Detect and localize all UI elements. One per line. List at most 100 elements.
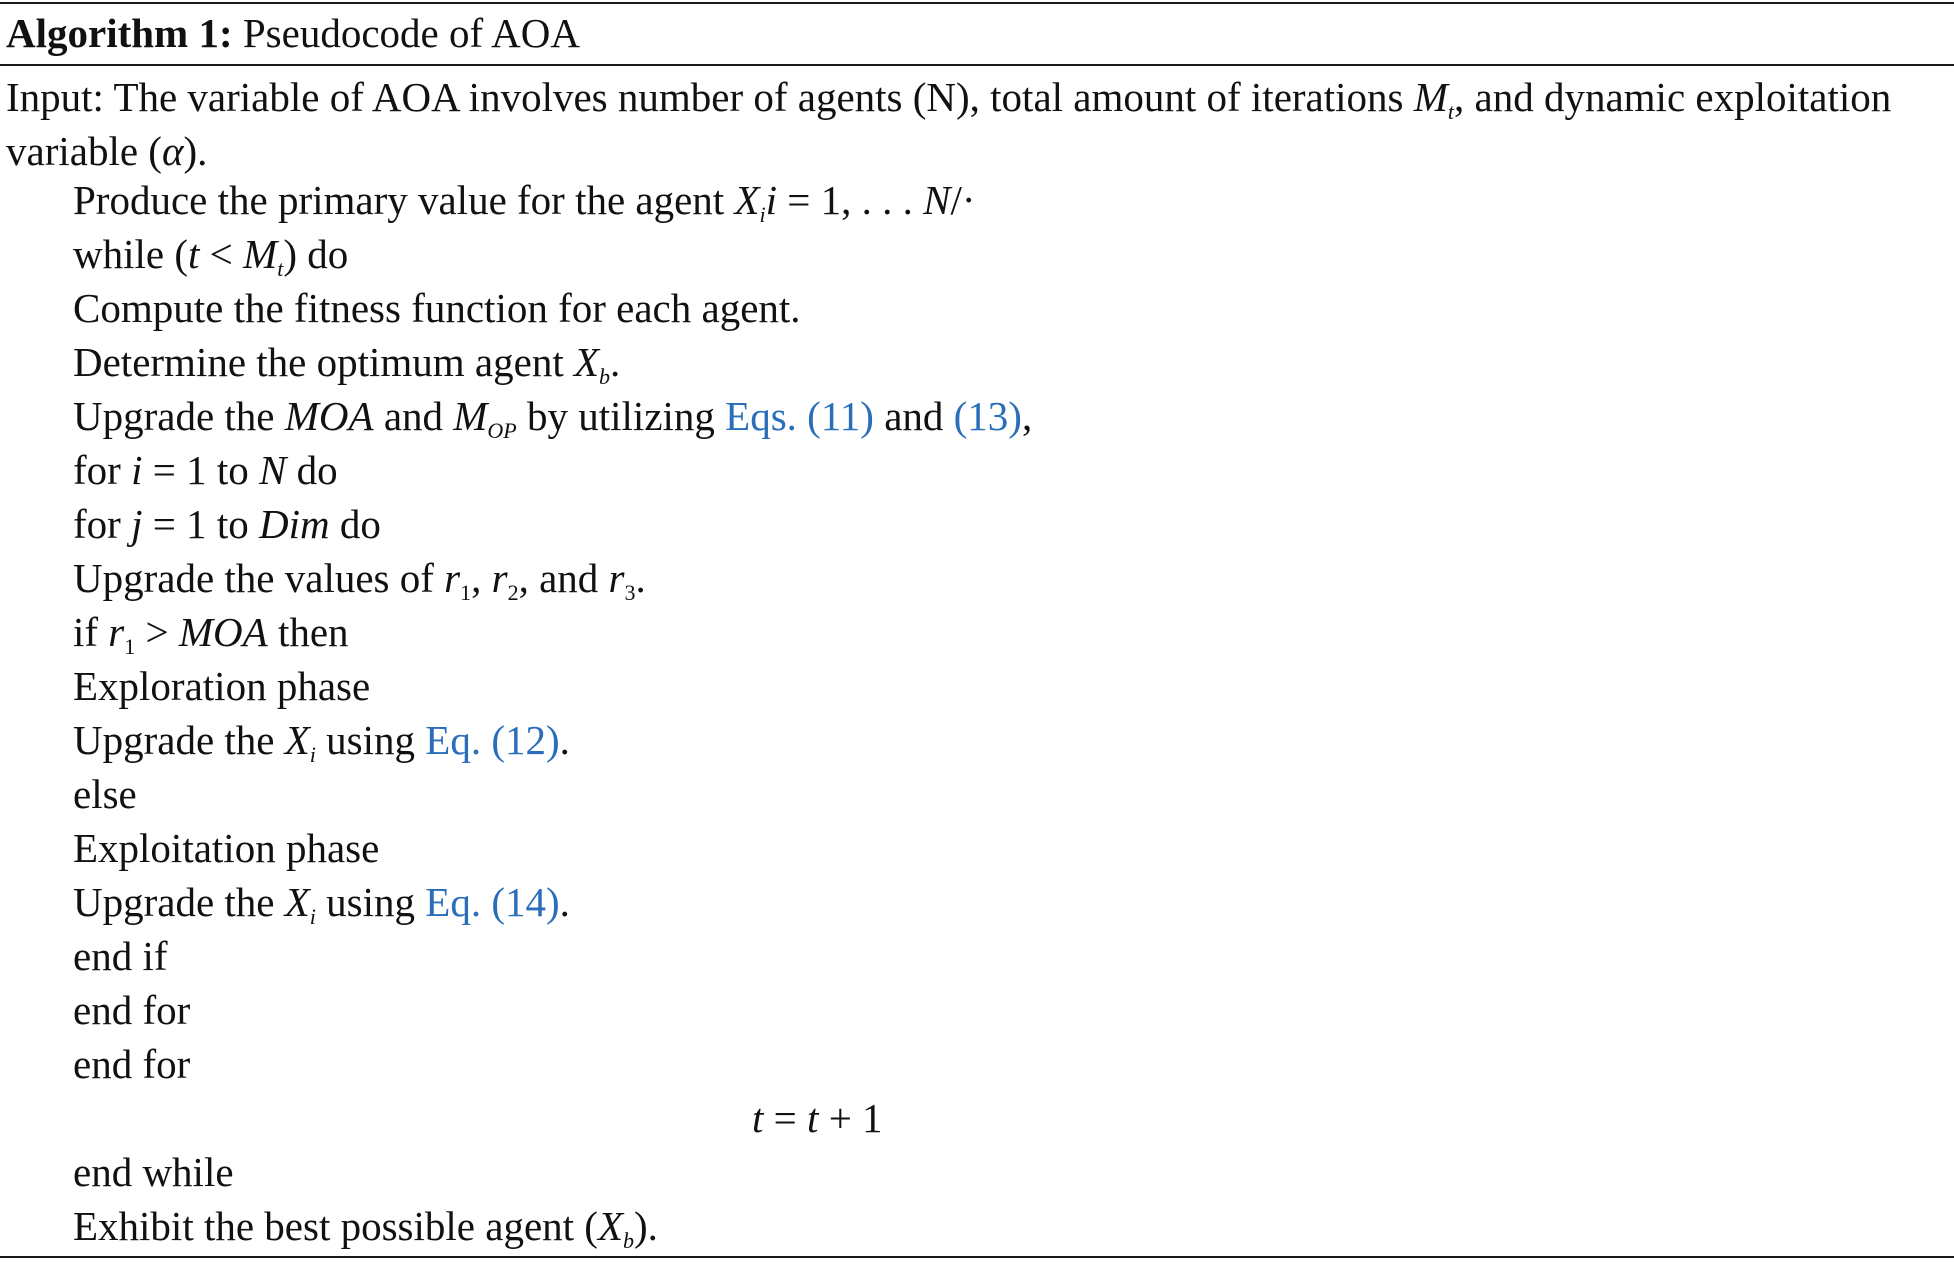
code-text: for (73, 447, 132, 493)
math-subscript: i (759, 202, 766, 227)
math-var: X (597, 1203, 623, 1249)
top-rule (0, 2, 1954, 4)
pseudocode-line-16: end for (73, 987, 191, 1033)
math-var: α (161, 128, 184, 174)
code-text: . (635, 555, 646, 601)
pseudocode-line-17: end for (73, 1041, 191, 1087)
code-text: and (873, 393, 954, 439)
code-text: Produce the primary value for the agent (73, 177, 735, 223)
code-text: = (763, 1095, 808, 1141)
code-text: . (559, 879, 570, 925)
pseudocode-line-9: if r1 > MOA then (73, 605, 349, 659)
math-var: t (752, 1095, 764, 1141)
math-subscript: b (599, 364, 611, 389)
math-var: t (807, 1095, 819, 1141)
pseudocode-line-8: Upgrade the values of r1, r2, and r3. (73, 551, 646, 605)
math-var: Dim (258, 501, 330, 547)
algorithm-name: Pseudocode of AOA (242, 10, 580, 56)
math-var: X (573, 339, 600, 385)
input-description: Input: The variable of AOA involves numb… (6, 70, 1952, 178)
pseudocode-line-13: Exploitation phase (73, 825, 380, 871)
math-var: r (444, 555, 461, 601)
pseudocode-line-11: Upgrade the Xi using Eq. (12). (73, 713, 570, 767)
pseudocode-line-4: Determine the optimum agent Xb. (73, 335, 620, 389)
math-var: X (284, 879, 310, 925)
pseudocode-line-6: for i = 1 to N do (73, 443, 338, 497)
code-text: . (559, 717, 570, 763)
math-var: r (491, 555, 508, 601)
code-text: Determine the optimum agent (73, 339, 574, 385)
math-var: M (453, 393, 488, 439)
pseudocode-line-14: Upgrade the Xi using Eq. (14). (73, 875, 570, 929)
pseudocode-line-18: t = t + 1 (752, 1091, 883, 1145)
math-var: t (188, 231, 200, 277)
code-text: + 1 (818, 1095, 883, 1141)
equation-link-13[interactable]: (13) (953, 393, 1022, 439)
math-var: i (765, 177, 778, 223)
input-text-part: Input: The variable of AOA involves numb… (6, 74, 1414, 120)
pseudocode-line-12: else (73, 771, 137, 817)
input-text-part: , and dynamic exploitation variable ( (6, 74, 1892, 174)
equation-link-11[interactable]: Eqs. (11) (725, 393, 874, 439)
algorithm-label: Algorithm 1: (6, 10, 233, 56)
code-text: using (315, 879, 426, 925)
code-text: then (267, 609, 349, 655)
code-text: . (610, 339, 621, 385)
math-var: j (131, 501, 143, 547)
pseudocode-line-19: end while (73, 1149, 234, 1195)
input-text-part: ). (183, 128, 208, 174)
pseudocode-line-10: Exploration phase (73, 663, 371, 709)
math-subscript: t (277, 256, 284, 281)
code-text: Exhibit the best possible agent ( (73, 1203, 598, 1249)
code-text: , and (518, 555, 609, 601)
code-text: do (329, 501, 381, 547)
pseudocode-line-2: while (t < Mt) do (73, 227, 348, 281)
math-subscript: b (622, 1228, 634, 1253)
code-text: by utilizing (516, 393, 726, 439)
math-subscript: 2 (507, 580, 519, 605)
pseudocode-line-3: Compute the fitness function for each ag… (73, 285, 801, 331)
pseudocode-line-20: Exhibit the best possible agent (Xb). (73, 1199, 658, 1253)
algorithm-title: Algorithm 1: Pseudocode of AOA (6, 4, 580, 62)
pseudocode-line-5: Upgrade the MOA and MOP by utilizing Eqs… (73, 389, 1032, 443)
code-text: for (73, 501, 132, 547)
code-text: = 1 to (142, 501, 259, 547)
math-subscript: t (1447, 99, 1455, 124)
math-var: MOA (178, 609, 268, 655)
math-var: X (734, 177, 760, 223)
math-var: r (108, 609, 125, 655)
code-text: Upgrade the (73, 393, 285, 439)
math-subscript: OP (487, 418, 517, 443)
code-text: , (1021, 393, 1033, 439)
math-subscript: i (309, 904, 316, 929)
math-subscript: 1 (124, 634, 136, 659)
code-text: > (135, 609, 179, 655)
code-text: = 1 to (142, 447, 259, 493)
math-subscript: i (309, 742, 316, 767)
code-text: ) do (283, 231, 349, 277)
code-text: Upgrade the (73, 879, 285, 925)
math-var: i (131, 447, 143, 493)
math-var: X (284, 717, 310, 763)
code-text: and (373, 393, 454, 439)
equation-link-12[interactable]: Eq. (12) (425, 717, 560, 763)
code-text: = 1, . . . (777, 177, 924, 223)
code-text: if (73, 609, 109, 655)
code-text: ). (633, 1203, 658, 1249)
math-subscript: 3 (624, 580, 636, 605)
code-text: do (286, 447, 338, 493)
code-text: Upgrade the values of (73, 555, 445, 601)
math-var: r (608, 555, 625, 601)
code-text: while ( (73, 231, 188, 277)
equation-link-14[interactable]: Eq. (14) (425, 879, 560, 925)
header-rule (0, 64, 1954, 66)
pseudocode-line-7: for j = 1 to Dim do (73, 497, 381, 551)
math-var: M (1413, 74, 1448, 120)
code-text: using (315, 717, 426, 763)
math-var: M (243, 231, 278, 277)
code-text: , (471, 555, 492, 601)
pseudocode-line-15: end if (73, 933, 168, 979)
math-subscript: 1 (460, 580, 472, 605)
pseudocode-line-1: Produce the primary value for the agent … (73, 173, 976, 227)
